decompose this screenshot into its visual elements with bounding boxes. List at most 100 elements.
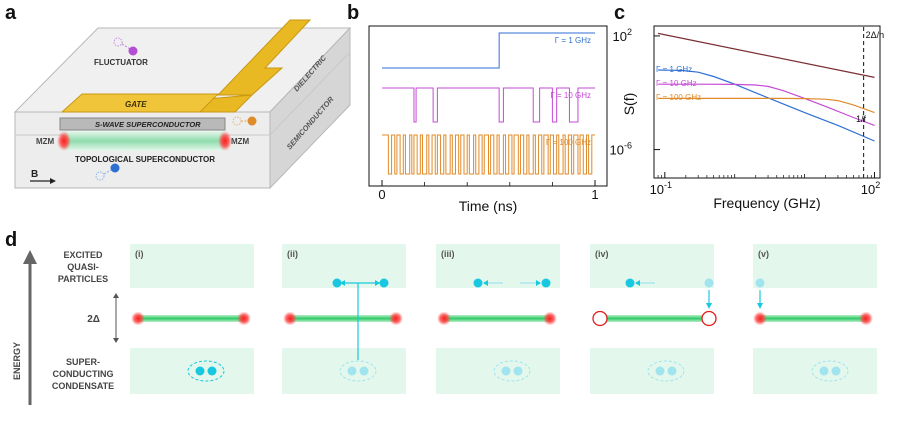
topo-bar [444,315,550,322]
gate-label: GATE [125,100,147,109]
fluctuator-icon [113,37,138,56]
panel-a: a GATE S-WAVE SUPERCONDUCTOR MZM MZM TOP… [5,2,352,190]
cooper-electron [831,366,841,376]
cooper-pair-outline [811,360,849,382]
arrow-left [635,280,640,286]
topological-label: TOPOLOGICAL SUPERCONDUCTOR [75,155,215,164]
panel-b-xlabel: Time (ns) [459,198,518,214]
mzm-left-dot [57,131,71,151]
mzm-right [543,311,557,326]
excited-band [436,244,560,288]
mzm-left [131,311,145,326]
quasiparticle-blue-icon [95,163,120,181]
x-tick-label: 0 [378,187,385,202]
condensate-band [282,348,406,394]
gate-pad [60,93,220,113]
energy-label: ENERGY [12,342,22,380]
series-line [382,32,595,69]
panel-c-frame [653,25,881,179]
quasiparticle [473,278,483,288]
s-wave-superconductor [59,117,226,131]
series-label: Γ = 100 GHz [656,93,701,102]
cooper-pair-outline [647,360,685,382]
quasiparticle [332,278,342,288]
gap-label: 2Δ [87,314,100,325]
quasiparticle-faded [704,278,714,288]
condensate-band [753,348,877,394]
topo-bar [760,315,866,322]
mzm-left [753,311,767,326]
cooper-electron [819,366,829,376]
gap-arrow-top [113,293,119,298]
cooper-pair-outline [187,360,225,382]
s-wave-label: S-WAVE SUPERCONDUCTOR [95,120,201,129]
quasiparticle [379,278,389,288]
drop-arrow [757,303,763,309]
mzm-left [437,311,451,326]
step-iv: (iv) [590,244,717,394]
condensate-band [590,348,714,394]
cooper-electron [359,366,369,376]
step-label: (i) [135,249,144,259]
mzm-right [389,311,403,326]
series-label: Γ = 10 GHz [550,91,591,100]
cooper-electron [195,366,205,376]
quasiparticle [625,278,635,288]
fluctuator-label: FLUCTUATOR [94,58,148,67]
mzm-left-label: MZM [36,137,55,146]
mzm-right [859,311,873,326]
excited-band [590,244,714,288]
condensate-band [436,348,560,394]
series-label: Γ = 1 GHz [656,65,692,74]
series-line [657,32,875,78]
step-iii: (iii) [436,244,560,394]
mzm-right-label: MZM [231,137,250,146]
mzm-right-dot [218,131,232,151]
step-ii: (ii) [282,244,406,394]
series-label: Γ = 100 GHz [546,138,591,147]
x-tick-label: 1 [591,187,598,202]
panel-b-plot: Γ = 1 GHz Γ = 10 GHz Γ = 100 GHz [382,32,595,175]
gap-annotation: 2Δ/h [866,30,885,40]
topo-bar [290,315,396,322]
step-v: (v) [753,244,877,394]
row-excited-line2: QUASI- [67,262,99,272]
panel-c-ylabel: S(f) [621,93,637,116]
quasiparticle-faded [755,278,765,288]
step-i: (i) [130,244,254,394]
row-condensate-line1: SUPER- [66,357,100,367]
cooper-electron [667,366,677,376]
series-line [382,134,595,175]
series-label: Γ = 1 GHz [555,36,591,45]
arrow-right [536,280,541,286]
cooper-electron [513,366,523,376]
cooper-pair-outline [493,360,531,382]
cooper-electron [207,366,217,376]
gap-arrow-bottom [113,338,119,343]
step-label: (iii) [441,249,455,259]
row-condensate-line2: CONDUCTING [53,369,114,379]
row-excited-line1: EXCITED [63,250,103,260]
cooper-pair-outline [339,360,377,382]
row-excited-line3: PARTICLES [58,274,108,284]
series-line [382,87,595,123]
x-tick-label: 10-1 [650,180,672,197]
series-line [658,83,875,126]
step-label: (v) [758,249,769,259]
quasiparticle [541,278,551,288]
b-field-arrowhead [50,178,56,184]
y-tick-label: 10-6 [610,141,632,158]
energy-axis-arrowhead [23,250,37,264]
gate-electrode [61,19,312,113]
one-over-f-annotation: 1/f [856,114,867,124]
topo-bar [598,315,710,322]
excited-band [753,244,877,288]
panel-d: d ENERGY EXCITED QUASI- PARTICLES 2Δ SUP… [5,229,877,405]
b-field-label: B [31,169,38,180]
